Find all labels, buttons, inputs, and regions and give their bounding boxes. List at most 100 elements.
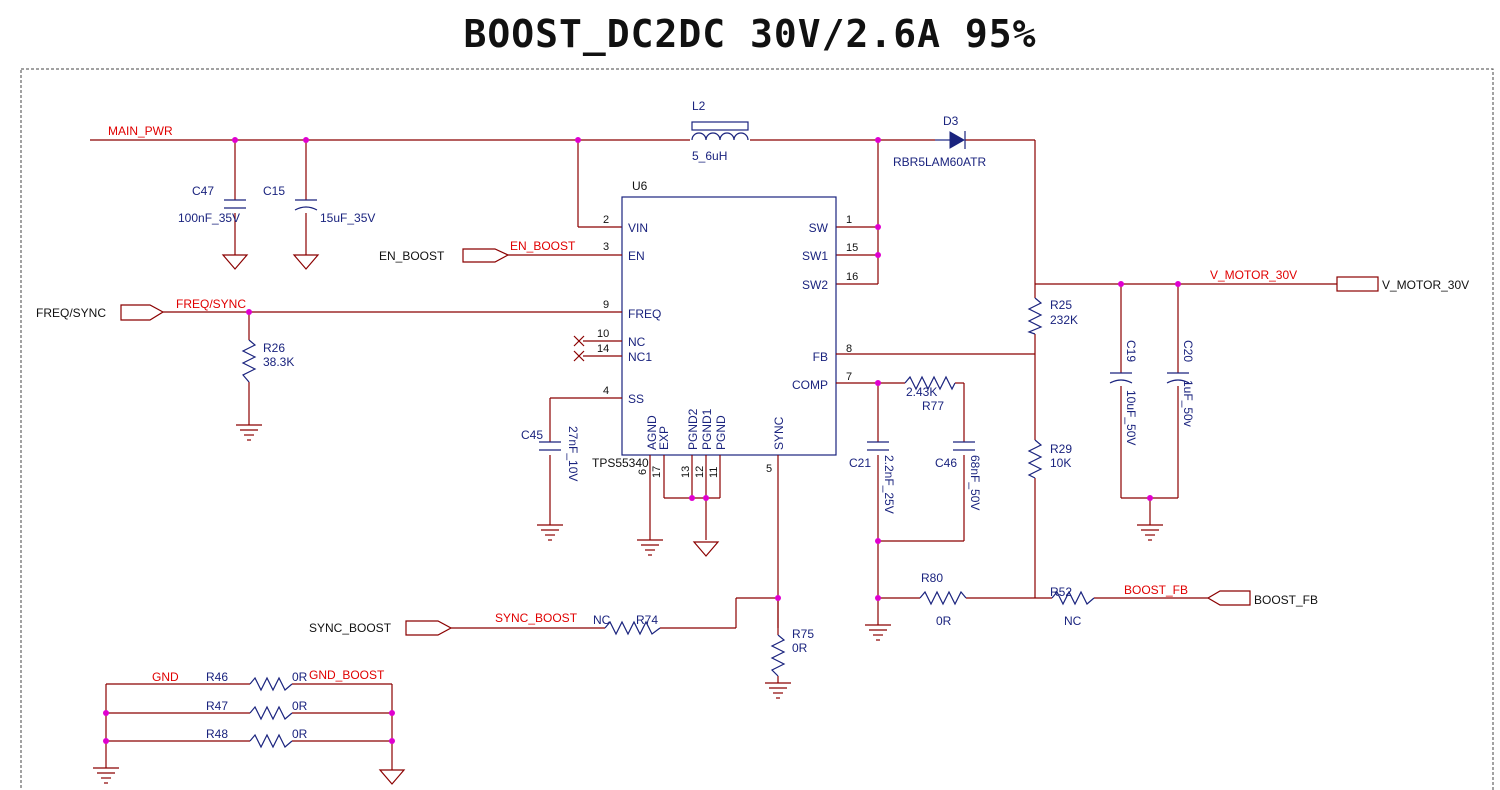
pin-name-sync: SYNC (772, 416, 786, 450)
agnd-symbol (1137, 524, 1163, 541)
net-label-en-boost: EN_BOOST (510, 239, 576, 253)
net-label-freq-sync: FREQ/SYNC (176, 297, 246, 311)
wires-main-pwr (90, 139, 1035, 255)
c46-ref: C46 (935, 456, 957, 470)
port-boost-fb (1206, 590, 1251, 606)
c19-ref: C19 (1124, 340, 1138, 362)
net-label-v-motor: V_MOTOR_30V (1210, 268, 1297, 282)
resistor-r52 (1051, 590, 1095, 606)
r80-value: 0R (936, 614, 952, 628)
pin-name-agnd: AGND (645, 415, 659, 450)
resistor-r77 (904, 375, 956, 391)
pin-name-nc1: NC1 (628, 350, 652, 364)
pin-name-comp: COMP (792, 378, 828, 392)
pin-name-pgnd1: PGND1 (700, 408, 714, 450)
r77-ref: R77 (922, 399, 944, 413)
pin-num-16: 16 (846, 271, 858, 283)
net-label-main-pwr: MAIN_PWR (108, 124, 173, 138)
pin-name-freq: FREQ (628, 307, 661, 321)
r26-value: 38.3K (263, 355, 294, 369)
pin-num-9: 9 (603, 299, 609, 311)
agnd-symbol (236, 424, 262, 441)
c45-ref: C45 (521, 428, 543, 442)
pin-num-17: 17 (651, 466, 663, 478)
c21-ref: C21 (849, 456, 871, 470)
resistor-r48 (249, 733, 293, 749)
pin-name-fb: FB (813, 350, 828, 364)
pgnd-symbol (292, 254, 320, 270)
r80-ref: R80 (921, 571, 943, 585)
resistor-r25 (1027, 297, 1043, 335)
c20-value: 1uF_50v (1181, 380, 1195, 427)
pgnd-symbol (378, 769, 406, 785)
r75-value: 0R (792, 641, 808, 655)
c15-ref: C15 (263, 184, 285, 198)
port-freq-sync (120, 304, 165, 321)
pin-name-pgnd2: PGND2 (686, 408, 700, 450)
resistor-r26 (241, 339, 257, 383)
r52-value: NC (1064, 614, 1082, 628)
inductor-l2 (691, 121, 749, 141)
r74-ref: R74 (636, 613, 658, 627)
l2-ref: L2 (692, 99, 706, 113)
c47-value: 100nF_35V (178, 211, 240, 225)
junction-dots (103, 137, 1181, 744)
r75-ref: R75 (792, 627, 814, 641)
net-label-sync-boost: SYNC_BOOST (495, 611, 578, 625)
pin-name-sw: SW (809, 221, 829, 235)
d3-ref: D3 (943, 114, 959, 128)
agnd-symbol (637, 539, 663, 556)
pgnd-symbol (692, 541, 720, 557)
c15-value: 15uF_35V (320, 211, 375, 225)
pin-num-10: 10 (597, 328, 609, 340)
port-label-v-motor: V_MOTOR_30V (1382, 278, 1469, 292)
no-connect-marker (573, 335, 585, 362)
pin-name-exp: EXP (657, 426, 671, 450)
port-label-sync-boost: SYNC_BOOST (309, 621, 392, 635)
l2-value: 5_6uH (692, 149, 727, 163)
pin-name-en: EN (628, 249, 645, 263)
c19-value: 10uF_50V (1124, 390, 1138, 445)
resistor-r47 (249, 705, 293, 721)
pin-num-12: 12 (694, 466, 706, 478)
pin-num-13: 13 (680, 466, 692, 478)
resistor-r75 (770, 634, 786, 677)
pin-num-11: 11 (708, 467, 720, 478)
ic-part: TPS55340 (592, 456, 649, 470)
r74-value: NC (593, 613, 611, 627)
agnd-symbol (537, 524, 563, 541)
ic-u6-body (621, 196, 837, 456)
pin-num-2: 2 (603, 214, 609, 226)
r29-ref: R29 (1050, 442, 1072, 456)
r46-ref: R46 (206, 670, 228, 684)
pin-name-ss: SS (628, 392, 644, 406)
agnd-symbol (765, 682, 791, 699)
d3-value: RBR5LAM60ATR (893, 155, 986, 169)
pin-name-sw2: SW2 (802, 278, 828, 292)
wires-freq (163, 311, 622, 525)
capacitor-c46 (953, 441, 975, 451)
pin-num-6: 6 (637, 469, 649, 475)
pin-num-5: 5 (766, 463, 772, 475)
agnd-symbol (865, 624, 891, 641)
wires-sync (451, 597, 779, 683)
port-label-en-boost: EN_BOOST (379, 249, 445, 263)
wires-gnd-tie (105, 683, 393, 770)
pin-name-pgnd: PGND (714, 415, 728, 450)
port-label-boost-fb: BOOST_FB (1254, 593, 1318, 607)
r52-ref: R52 (1050, 585, 1072, 599)
r25-value: 232K (1050, 313, 1078, 327)
pin-num-14: 14 (597, 343, 609, 355)
net-label-gnd: GND (152, 670, 179, 684)
r25-ref: R25 (1050, 298, 1072, 312)
pin-num-4: 4 (603, 385, 609, 397)
resistor-r46 (249, 676, 293, 692)
r77-value: 2.43K (906, 385, 937, 399)
port-label-freq-sync: FREQ/SYNC (36, 306, 106, 320)
capacitor-c45 (539, 441, 561, 451)
wires-output (836, 140, 1337, 598)
pin-num-3: 3 (603, 241, 609, 253)
capacitor-c20 (1166, 372, 1190, 384)
r47-value: 0R (292, 699, 308, 713)
